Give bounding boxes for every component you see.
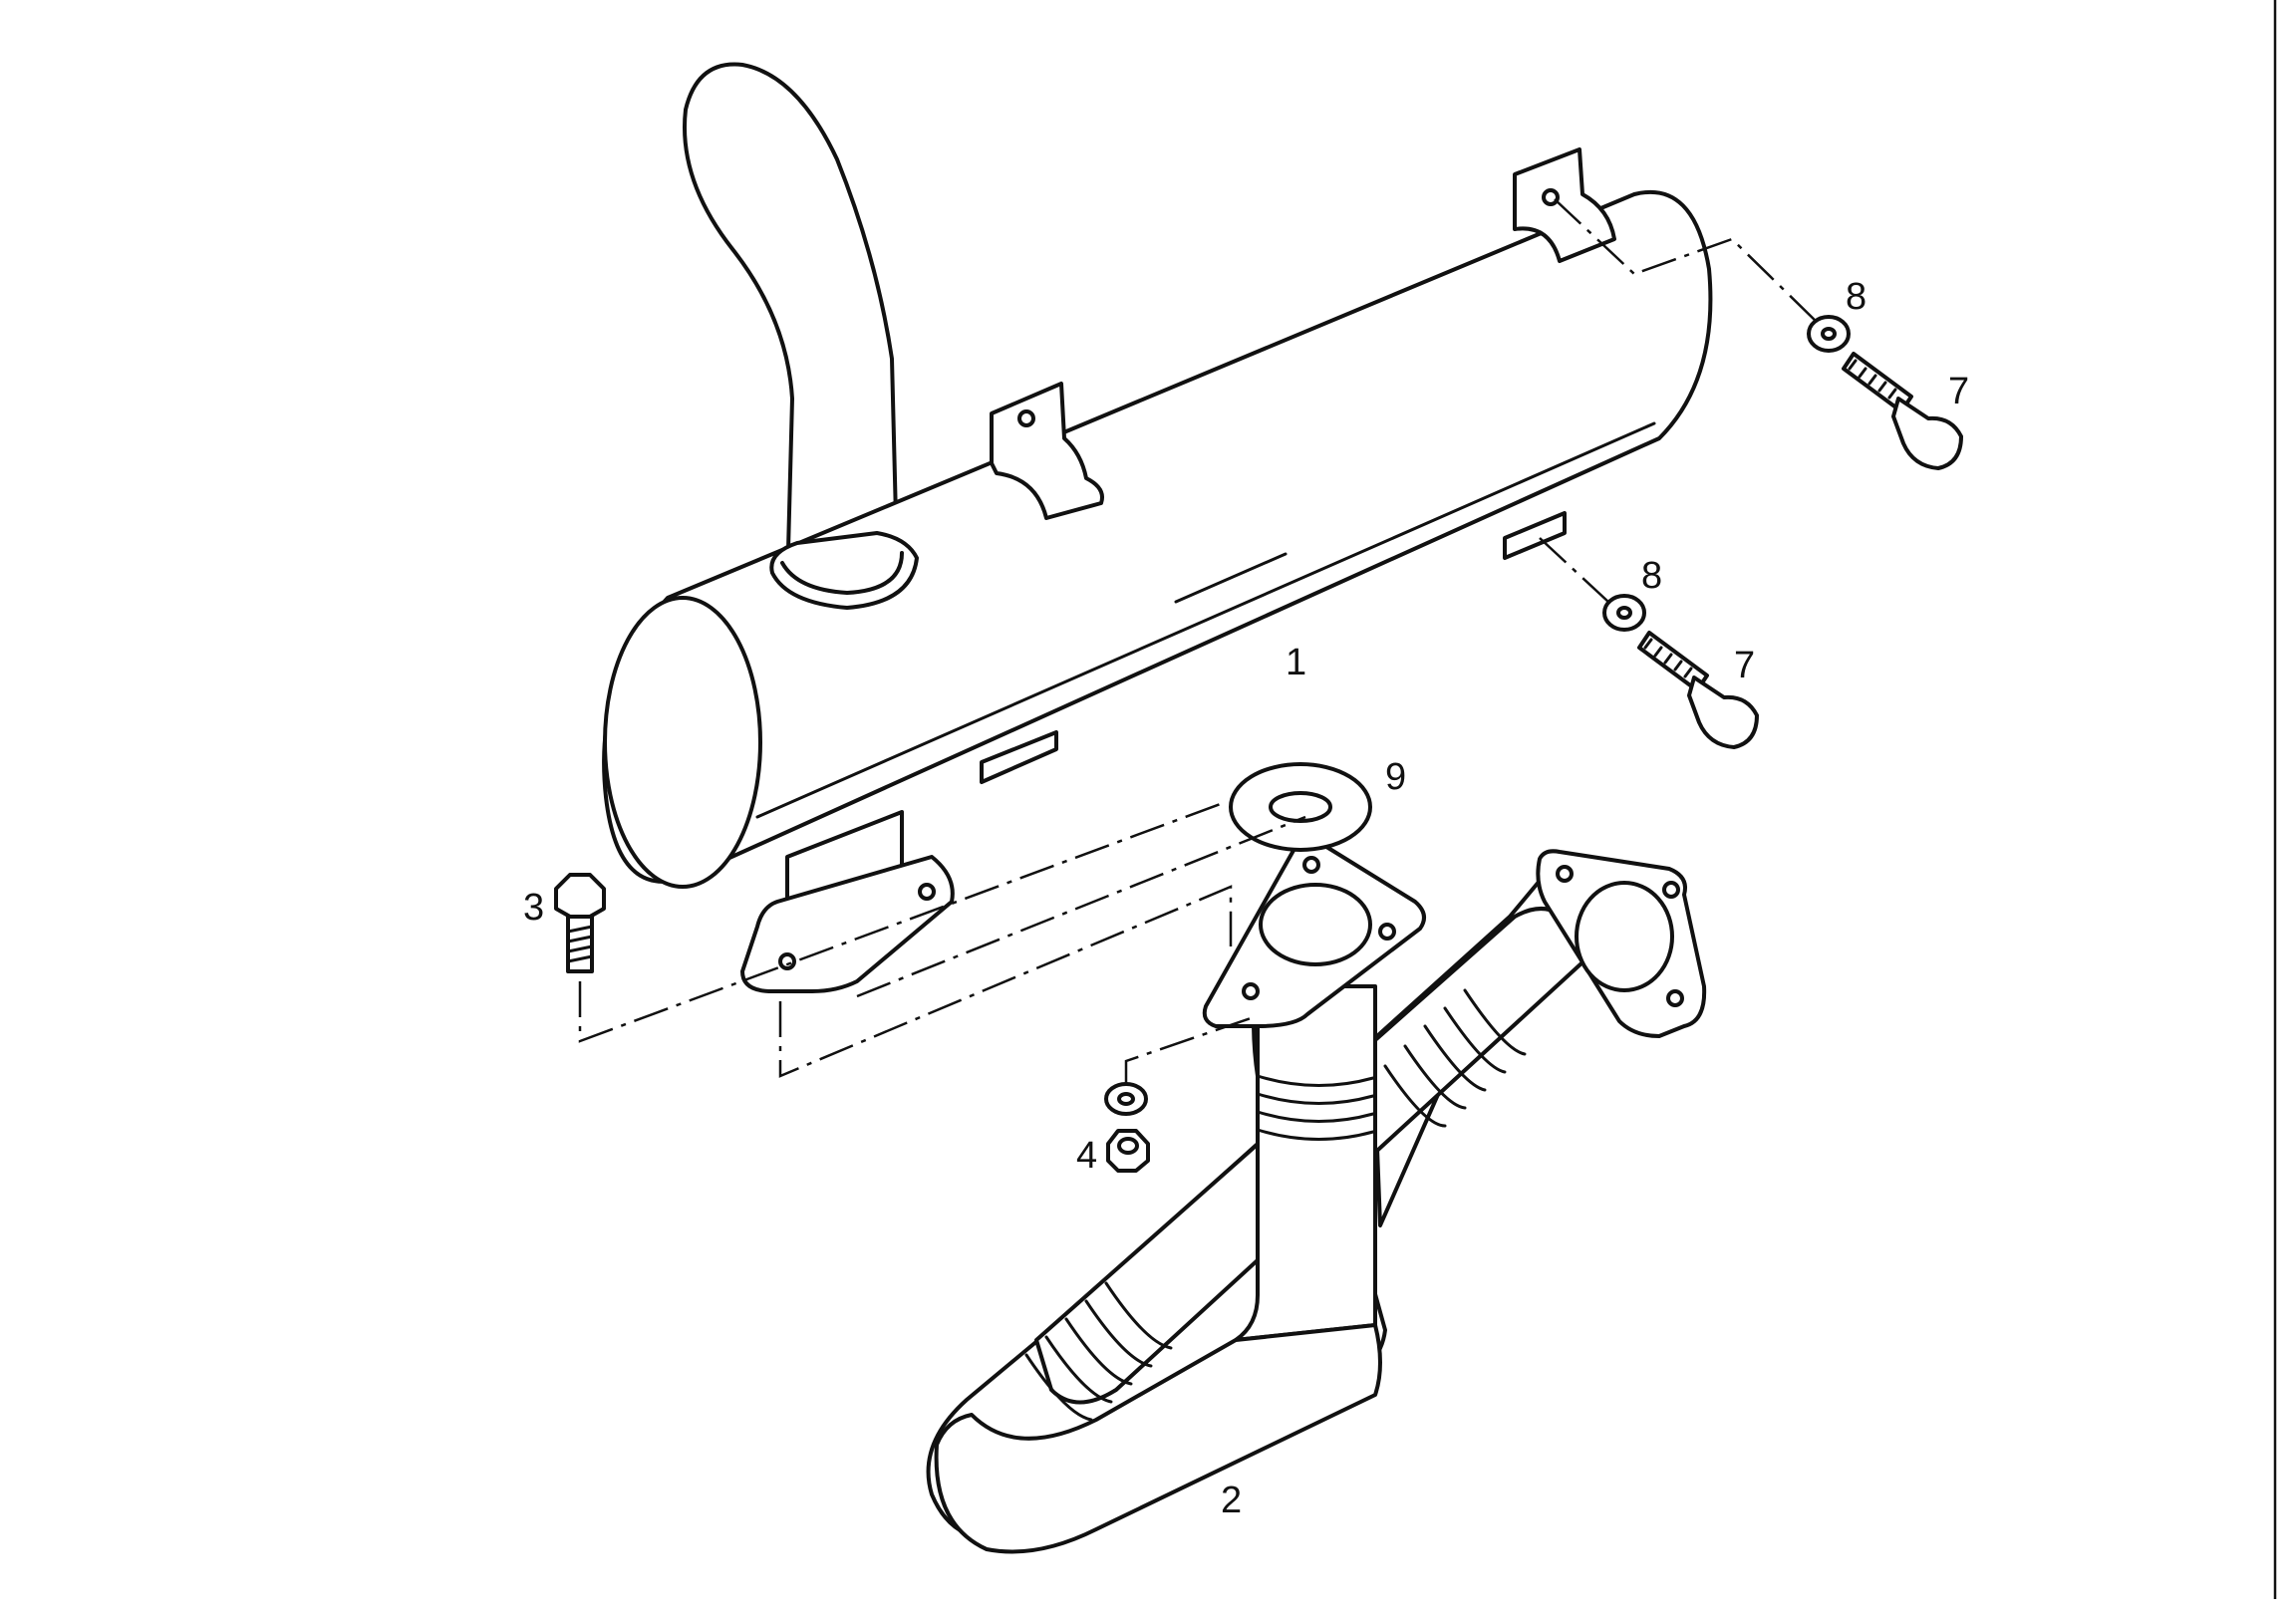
exhaust-pipe-part xyxy=(926,834,1707,1554)
left-leg-upper-corrugation xyxy=(1383,988,1527,1128)
callout-bolt-upper: 7 xyxy=(1948,371,1969,412)
flange-hole xyxy=(778,952,796,970)
flange-bolt-shank xyxy=(566,915,594,973)
washer-lower-hole xyxy=(1616,606,1632,620)
pipe-flange-right-port xyxy=(1575,881,1674,992)
callout-bolt-lower: 7 xyxy=(1734,645,1755,686)
bolt-upper-head xyxy=(1891,397,1963,470)
flange-hole xyxy=(1556,865,1574,883)
gasket-inner xyxy=(1269,791,1332,823)
flange-hole xyxy=(1302,856,1320,874)
muffler-seam-line xyxy=(755,421,1656,819)
assembly-line xyxy=(778,885,1233,1078)
bolt-lower-thread xyxy=(1643,638,1693,678)
nut-hole xyxy=(1117,1137,1139,1155)
tailpipe-collar xyxy=(769,531,919,610)
assembly-line xyxy=(856,815,1306,998)
flange-bolt xyxy=(554,873,606,973)
flange-hole xyxy=(1378,923,1396,941)
bolt-upper-thread xyxy=(1848,359,1897,400)
assembly-lines xyxy=(578,198,1820,1084)
flange-hole xyxy=(1242,982,1260,1000)
washer-upper-hole xyxy=(1821,327,1837,341)
flange-hole xyxy=(918,883,936,901)
muffler-bottom-tab xyxy=(980,730,1058,784)
muffler-seam-line xyxy=(1174,552,1288,604)
muffler-part xyxy=(602,62,1713,993)
muffler-end-cap xyxy=(603,596,762,889)
callout-washer-lower: 8 xyxy=(1641,555,1662,597)
upper-fasteners xyxy=(1807,315,1963,470)
muffler-tailpipe xyxy=(683,62,899,590)
vertical-leg-corrugation xyxy=(1256,1074,1375,1142)
exhaust-pipe-vertical-leg xyxy=(1234,984,1377,1342)
flange-bolt-head xyxy=(554,873,606,919)
flange-bolt-thread xyxy=(566,925,594,963)
assembly-line xyxy=(1124,1016,1252,1084)
bracket-hole xyxy=(1542,188,1560,206)
callout-flange-bolt: 3 xyxy=(523,887,544,929)
pipe-flange-upper-port xyxy=(1259,883,1372,966)
exhaust-pipe-bend xyxy=(934,1323,1382,1554)
assembly-line xyxy=(578,800,1227,1043)
callout-muffler: 1 xyxy=(1286,642,1306,683)
callout-gasket: 9 xyxy=(1385,756,1406,798)
tailpipe-collar-ring xyxy=(780,551,904,595)
callouts: 1 2 3 4 7 7 8 8 9 xyxy=(523,276,1969,1521)
muffler-bottom-tab xyxy=(1503,511,1567,560)
bracket-hole xyxy=(1017,409,1035,427)
callout-exhaust-pipe: 2 xyxy=(1221,1480,1242,1521)
left-leg-lower-corrugation xyxy=(1024,1281,1173,1422)
callout-washer-upper: 8 xyxy=(1846,276,1866,318)
nut-assembly xyxy=(1104,1082,1150,1173)
flange-hole xyxy=(1666,989,1684,1007)
lower-fasteners xyxy=(1602,594,1759,749)
bolt-lower-head xyxy=(1687,675,1759,749)
callout-nut: 4 xyxy=(1076,1135,1097,1177)
small-washer-hole xyxy=(1117,1092,1135,1106)
gasket-part xyxy=(1229,762,1372,852)
flange-hole xyxy=(1662,881,1680,899)
assembly-line xyxy=(1539,537,1610,604)
